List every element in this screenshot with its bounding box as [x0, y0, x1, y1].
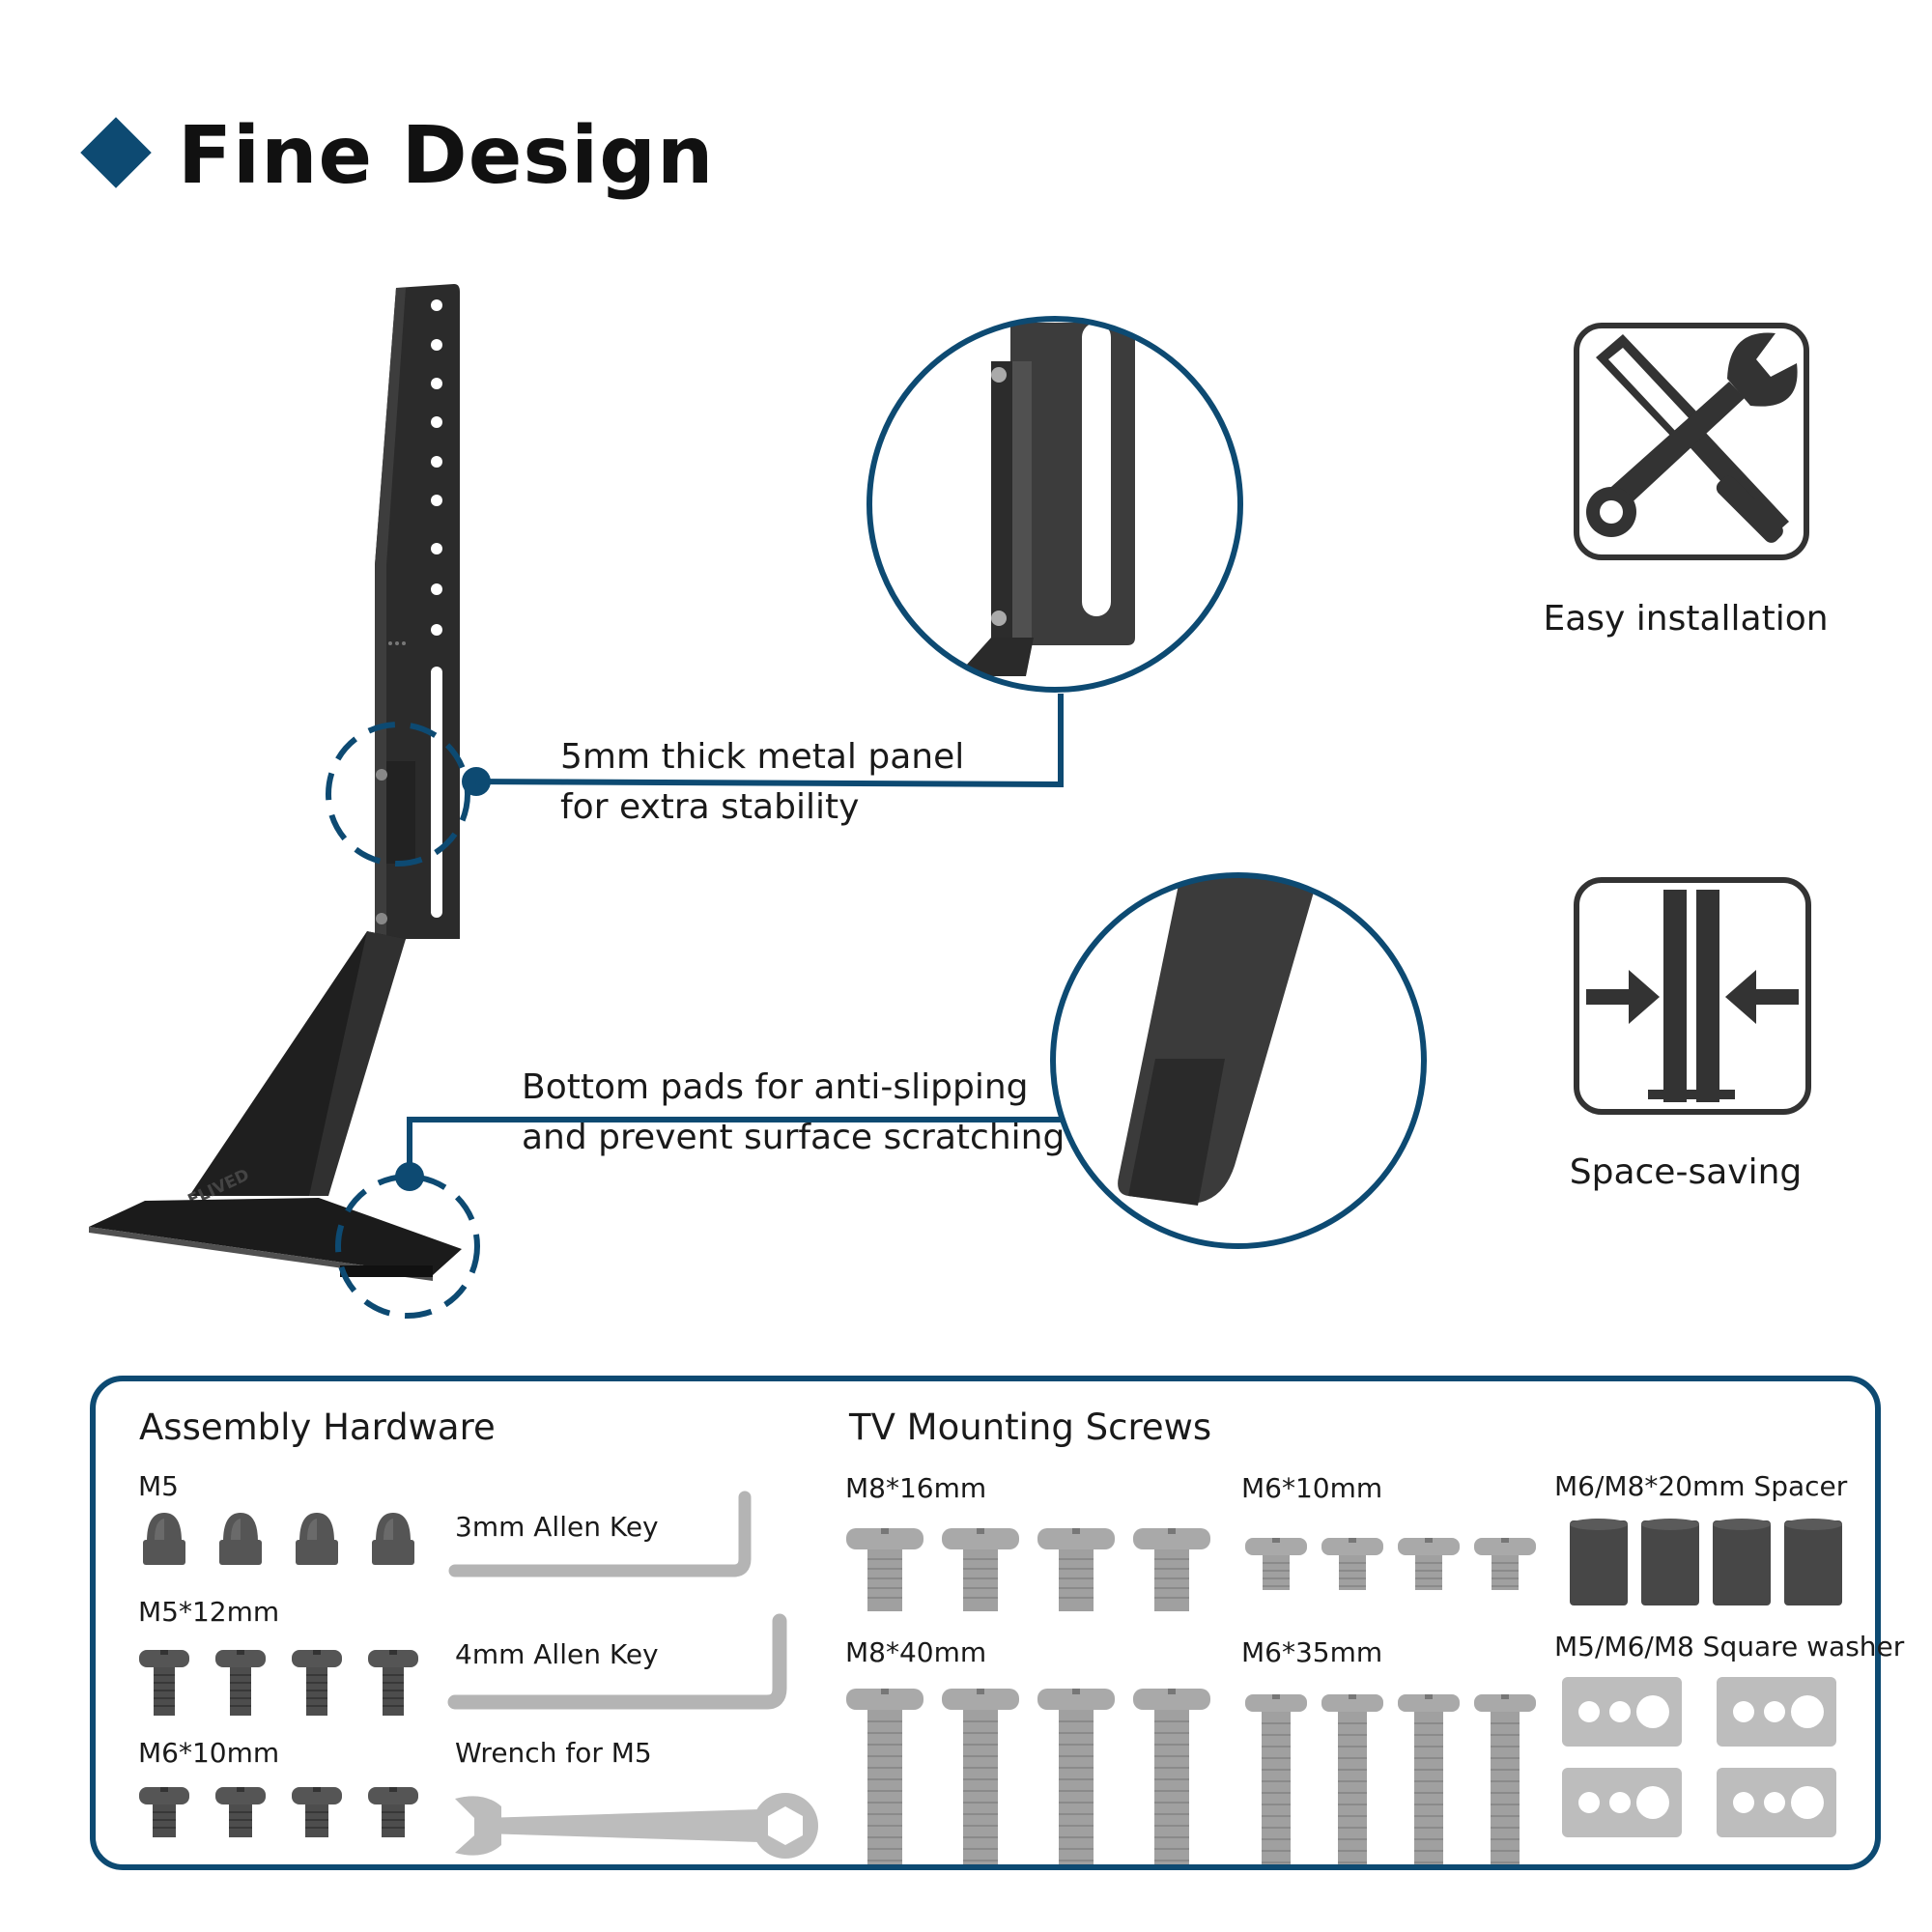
- wrench-m5: [455, 1793, 818, 1859]
- tv-mounting-screws-title: TV Mounting Screws: [849, 1406, 1212, 1448]
- panel-zoom-circle: [867, 316, 1243, 693]
- panel-callout-line: [475, 694, 1064, 788]
- m8x16-screws: [845, 1527, 1211, 1612]
- tools-icon: [1574, 323, 1809, 560]
- stand-base: [89, 1198, 462, 1281]
- pad-zoom-circle: [1050, 872, 1427, 1249]
- m6x10-dark-screws: [138, 1786, 419, 1838]
- page-title: Fine Design: [178, 110, 715, 202]
- m6x35-label: M6*35mm: [1241, 1636, 1383, 1668]
- stand-illustration: ELIVED: [89, 284, 1811, 1319]
- assembly-hardware-title: Assembly Hardware: [139, 1406, 496, 1448]
- spacer-label: M6/M8*20mm Spacer: [1554, 1470, 1848, 1502]
- stand-leg: [189, 931, 406, 1196]
- pad-callout-line: [407, 1117, 1061, 1177]
- m5x12-screws: [138, 1649, 419, 1717]
- stand-upright: [375, 284, 460, 939]
- hardware-illustrations: [138, 1491, 1842, 1864]
- wrench-m5-label: Wrench for M5: [455, 1737, 652, 1769]
- pad-highlight-circle: [335, 1174, 480, 1319]
- allen-key-4mm: [447, 1613, 787, 1710]
- m6x10-assembly-label: M6*10mm: [138, 1737, 280, 1769]
- m8x40-label: M8*40mm: [845, 1636, 987, 1668]
- feature-space-saving-label: Space-saving: [1569, 1152, 1803, 1192]
- panel-callout-line2: for extra stability: [560, 787, 860, 827]
- feature-easy-installation-label: Easy installation: [1543, 599, 1829, 639]
- washer-label: M5/M6/M8 Square washer: [1554, 1631, 1905, 1662]
- m6x10-mounting-label: M6*10mm: [1241, 1472, 1383, 1504]
- m8x40-screws: [845, 1688, 1211, 1864]
- square-washers: [1562, 1677, 1836, 1837]
- allen-key-3mm: [448, 1491, 752, 1577]
- hardware-panel: Assembly Hardware TV Mounting Screws M5 …: [90, 1376, 1904, 1870]
- m6x10-grey-screws: [1244, 1537, 1537, 1591]
- panel-callout-line1: 5mm thick metal panel: [560, 737, 965, 777]
- pad-callout-line1: Bottom pads for anti-slipping: [522, 1067, 1029, 1107]
- allen-key-4mm-label: 4mm Allen Key: [455, 1638, 659, 1670]
- pad-callout-line2: and prevent surface scratching: [522, 1118, 1065, 1157]
- m5x12-label: M5*12mm: [138, 1596, 280, 1628]
- m6x35-screws: [1244, 1693, 1537, 1864]
- panel-highlight-circle: [326, 722, 470, 867]
- m5-nuts: [143, 1513, 414, 1565]
- space-saving-icon: [1574, 877, 1811, 1115]
- m5-label: M5: [138, 1470, 179, 1502]
- stand-holes: [431, 299, 442, 918]
- allen-key-3mm-label: 3mm Allen Key: [455, 1511, 659, 1543]
- spacers: [1570, 1519, 1842, 1605]
- panel-callout-text: 5mm thick metal panel for extra stabilit…: [560, 732, 964, 833]
- pad-callout-text: Bottom pads for anti-slipping and preven…: [522, 1063, 1065, 1163]
- m8x16-label: M8*16mm: [845, 1472, 987, 1504]
